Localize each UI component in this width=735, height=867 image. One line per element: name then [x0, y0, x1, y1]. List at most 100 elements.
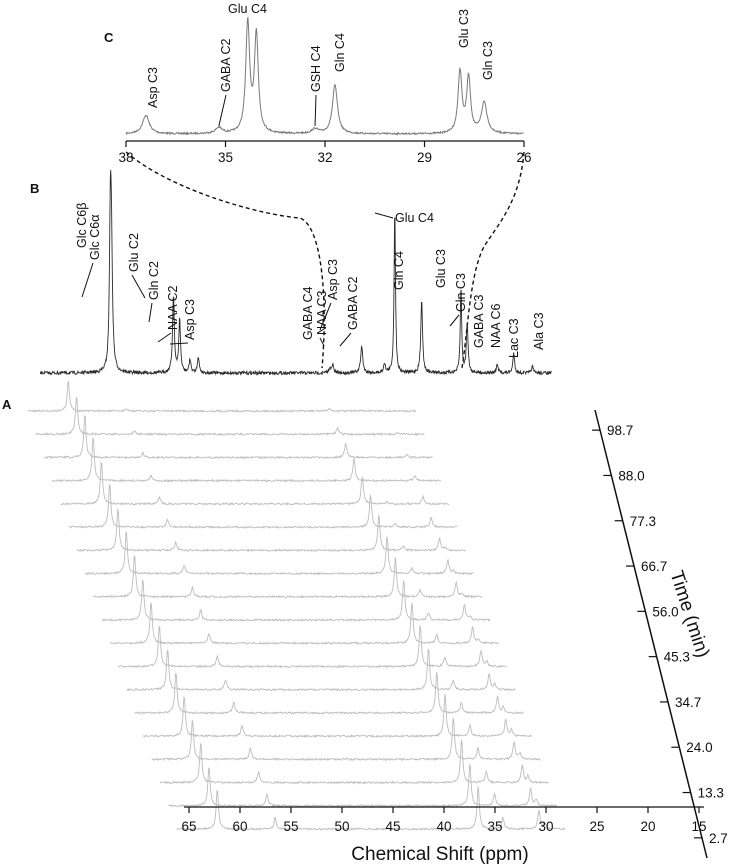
- panel-b-arrow: [81, 262, 94, 298]
- time-tick-label: 45.3: [664, 650, 690, 665]
- panel-b-arrow: [449, 314, 460, 327]
- panel-b-peak-label: Gln C4: [392, 251, 406, 290]
- panel-c-x-axis: 38 35 32 29 26: [118, 140, 532, 165]
- panel-b-peak-label: NAA C2: [166, 285, 180, 330]
- panel-c-peak-label: Gln C4: [333, 33, 347, 72]
- panel-b-peak-label: Glc C6β: [75, 203, 89, 248]
- panel-b-peak-label: GABA C3: [472, 294, 486, 348]
- panel-b-arrow: [157, 332, 172, 343]
- panel-b-arrow: [319, 302, 332, 331]
- panel-b-peak-label: NAA C3: [315, 290, 329, 335]
- time-tick-label: 56.0: [652, 604, 678, 619]
- panel-c-tick-label: 29: [417, 150, 432, 165]
- panel-a-tick-label: 30: [538, 819, 553, 834]
- panel-a-traces: [27, 380, 566, 831]
- panel-a-trace: [134, 671, 524, 715]
- panel-c-peak-label: Glu C4: [228, 2, 267, 16]
- panel-b-arrow: [374, 212, 394, 219]
- time-tick-label: 13.3: [698, 786, 724, 801]
- panel-c-trace: [125, 17, 524, 136]
- panel-b-peak-label: Glu C2: [127, 233, 141, 272]
- panel-a-trace: [76, 507, 467, 553]
- panel-c-peak-label: GSH C4: [309, 45, 323, 92]
- time-tick-label: 77.3: [630, 514, 656, 529]
- panel-letter-c: C: [104, 30, 114, 45]
- time-tick-label: 24.0: [686, 740, 712, 755]
- panel-a-trace: [176, 786, 566, 831]
- time-tick-label: 98.7: [607, 423, 633, 438]
- panel-c-spectrum: 38 35 32 29 26 Asp C3 GABA C2 Glu C4 GSH C4 Gln …: [118, 2, 531, 165]
- panel-c-arrow: [314, 94, 317, 127]
- time-tick-label: 66.7: [641, 559, 667, 574]
- panel-a-time-axis: 98.788.077.366.756.045.334.724.013.32.7: [592, 409, 728, 859]
- panel-a-tick-label: 65: [181, 819, 196, 834]
- panel-a-trace: [151, 717, 541, 762]
- time-axis-line: [594, 409, 708, 859]
- panel-a-tick-label: 25: [589, 819, 604, 834]
- panel-b-arrow: [339, 332, 352, 347]
- panel-a-trace: [168, 764, 558, 808]
- panel-c-tick-label: 32: [317, 150, 332, 165]
- panel-a-stacked-spectra: 6560555045403530252015 98.788.077.366.75…: [27, 380, 728, 865]
- panel-a-trace: [68, 484, 458, 529]
- panel-c-tick-label: 26: [516, 150, 531, 165]
- panel-a-trace: [44, 415, 433, 460]
- panel-b-arrow: [169, 342, 189, 345]
- panel-c-spectrum-line: [125, 17, 524, 136]
- time-tick-label: 2.7: [709, 831, 728, 846]
- panel-a-trace: [126, 648, 516, 692]
- panel-b-peak-label: GABA C4: [301, 286, 315, 340]
- panel-a-trace: [142, 693, 533, 739]
- panel-a-tick-label: 40: [436, 819, 451, 834]
- panel-a-tick-label: 50: [334, 819, 349, 834]
- panel-b-spectrum-line: [39, 170, 552, 376]
- panel-c-peak-label: Gln C3: [481, 41, 495, 80]
- panel-a-trace: [159, 739, 549, 785]
- panel-c-peak-label: Glu C3: [457, 9, 471, 48]
- panel-c-tick-label: 35: [218, 150, 233, 165]
- panel-a-trace: [60, 460, 450, 506]
- panel-c-peak-label: Asp C3: [146, 67, 160, 108]
- panel-b-peak-label: Gln C2: [147, 261, 161, 300]
- panel-b-peak-label: Glc C6α: [88, 215, 102, 260]
- panel-c-peak-labels: Asp C3 GABA C2 Glu C4 GSH C4 Gln C4 Glu C3 Gln…: [146, 2, 495, 127]
- panel-a-trace: [27, 380, 417, 414]
- panel-b-trace: [39, 170, 552, 376]
- panel-b-peak-label: GABA C2: [346, 276, 360, 330]
- panel-b-arrow: [319, 337, 325, 347]
- panel-b-peak-label: Gln C3: [454, 273, 468, 312]
- panel-a-trace: [35, 396, 425, 437]
- panel-b-peak-label: Glu C3: [434, 249, 448, 288]
- panel-a-trace: [51, 437, 442, 483]
- panel-b-peak-label: Lac C3: [507, 318, 521, 358]
- panel-a-trace: [118, 625, 508, 669]
- time-tick-label: 34.7: [675, 695, 701, 710]
- panel-a-tick-label: 20: [640, 819, 655, 834]
- panel-letter-a: A: [2, 397, 12, 412]
- panel-c-arrow: [218, 94, 227, 127]
- panel-a-trace: [93, 555, 483, 599]
- panel-letter-b: B: [30, 181, 39, 196]
- panel-b-arrow: [131, 274, 146, 299]
- panel-b-peak-label: NAA C6: [489, 303, 503, 348]
- panel-a-tick-label: 55: [283, 819, 298, 834]
- panel-a-tick-label: 45: [385, 819, 400, 834]
- zoom-connector-left: [125, 151, 325, 369]
- panel-a-trace: [101, 579, 491, 622]
- panel-a-trace: [85, 530, 475, 576]
- panel-a-trace: [110, 602, 499, 646]
- panel-b-peak-label: Asp C3: [183, 299, 197, 340]
- panel-c-tick-label: 38: [118, 150, 133, 165]
- panel-b-peak-label: Ala C3: [532, 312, 546, 350]
- panel-a-tick-label: 35: [487, 819, 502, 834]
- panel-c-peak-label: GABA C2: [219, 38, 233, 92]
- panel-a-tick-label: 60: [232, 819, 247, 834]
- x-axis-title: Chemical Shift (ppm): [351, 844, 528, 865]
- panel-b-peak-label: Glu C4: [395, 211, 434, 225]
- panel-b-peak-label: Asp C3: [326, 259, 340, 300]
- panel-b-arrow: [148, 302, 153, 323]
- panel-a-x-axis: 6560555045403530252015: [181, 806, 707, 834]
